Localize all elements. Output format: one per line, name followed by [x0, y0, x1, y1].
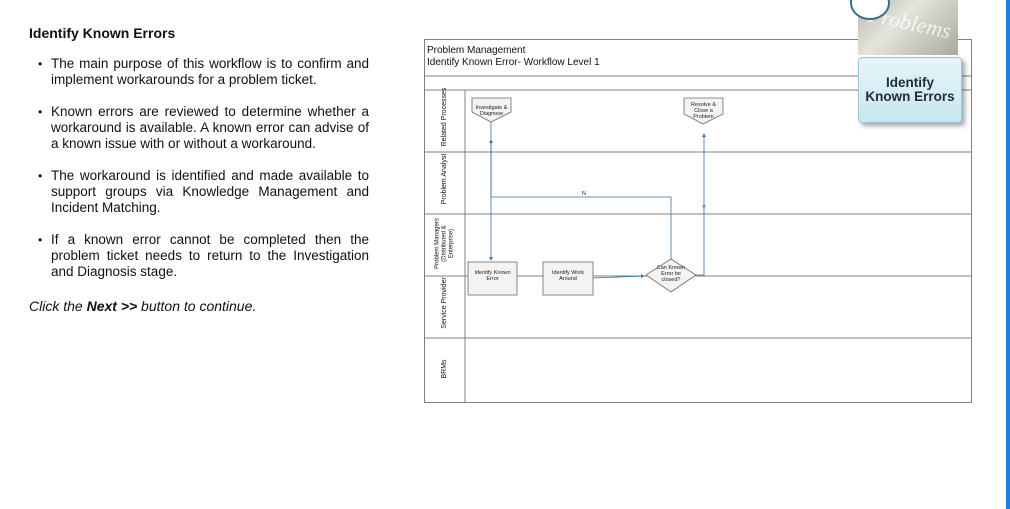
page-title: Identify Known Errors: [29, 25, 176, 41]
bullet-item: • If a known error cannot be completed th…: [29, 232, 369, 280]
connector-yes-path: [696, 133, 706, 276]
connector-no-path: [489, 139, 672, 259]
bullet-list: • The main purpose of this workflow is to…: [29, 56, 369, 296]
workflow-swimlanes: [425, 75, 971, 402]
section-badge: Identify Known Errors: [858, 57, 962, 123]
bullet-dot-icon: •: [38, 105, 43, 119]
identify-known-error-text: Identify Known Error: [474, 270, 511, 282]
bullet-text: The main purpose of this workflow is to …: [51, 56, 369, 87]
bullet-text: If a known error cannot be completed the…: [51, 232, 369, 279]
bullet-item: • Known errors are reviewed to determine …: [29, 104, 369, 152]
investigate-diagnose-shape: [471, 97, 512, 123]
decision-text: Can Known Error be closed?: [656, 265, 686, 283]
section-badge-label: Identify Known Errors: [865, 75, 955, 104]
lane-label-problem-managers: Problem Managers (Distributed & Enterpri…: [434, 218, 455, 269]
bullet-dot-icon: •: [38, 169, 43, 183]
bullet-item: • The main purpose of this workflow is to…: [29, 56, 369, 88]
decision-diamond: [645, 258, 697, 293]
identify-work-around-box: [542, 261, 594, 296]
bullet-text: Known errors are reviewed to determine w…: [51, 104, 369, 151]
identify-work-around-text: Identify Work Around: [552, 270, 584, 282]
next-button-reference: Next >>: [86, 298, 138, 314]
resolve-close-text: Resolve & Close a Problem: [690, 102, 717, 120]
bullet-item: • The workaround is identified and made a…: [29, 168, 369, 216]
yes-label: Y: [702, 205, 706, 211]
connector-to-decision: [592, 274, 645, 279]
resolve-close-shape: [683, 97, 724, 125]
lane-label-related-processes: Related Processes: [441, 87, 448, 147]
no-label: N: [582, 191, 586, 197]
lane-label-problem-analyst: Problem Analyst: [441, 153, 448, 205]
bullet-text: The workaround is identified and made av…: [51, 168, 369, 215]
identify-known-error-box: [467, 261, 518, 296]
right-edge-rule: [1006, 0, 1010, 509]
continue-instruction: Click the Next >> button to continue.: [29, 298, 257, 314]
bullet-dot-icon: •: [38, 57, 43, 71]
diagram-title: Problem Management Identify Known Error-…: [427, 45, 600, 68]
lane-label-service-provider: Service Provider: [441, 277, 448, 329]
bullet-dot-icon: •: [38, 233, 43, 247]
investigate-diagnose-text: Investigate & Diagnose: [475, 105, 508, 117]
lane-label-brms: BRMs: [441, 359, 448, 379]
